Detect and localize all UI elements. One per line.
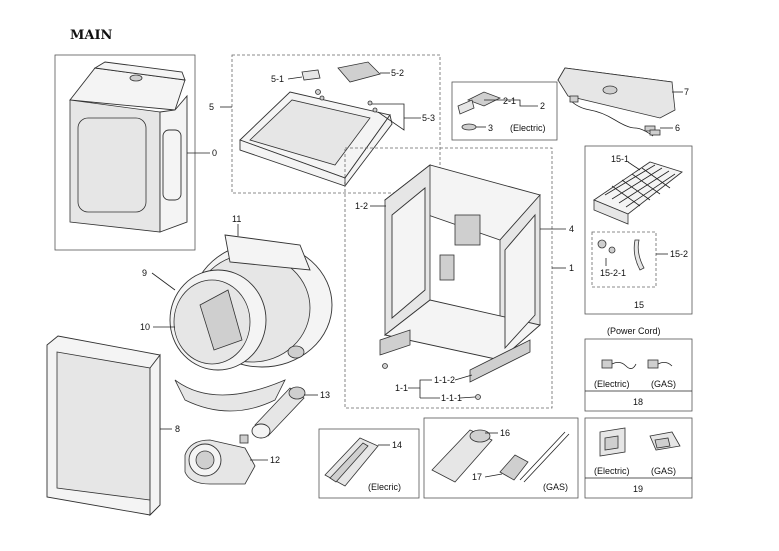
callout-2: 2 [540,101,545,111]
callout-17: 17 [472,472,482,482]
door-drawing [46,335,161,517]
leader-2 [484,99,538,107]
label-electric-14: (Elecric) [368,482,401,492]
drum-drawing [169,234,333,412]
callout-5-3: 5-3 [422,113,435,123]
callout-15-2: 15-2 [670,249,688,259]
label-gas-16: (GAS) [543,482,568,492]
callout-8: 8 [175,424,180,434]
pcb-drawing [457,91,501,131]
frame-drawing [379,164,541,400]
callout-11: 11 [232,214,241,224]
callout-2-1: 2-1 [503,96,516,106]
part-16-17-group [423,417,579,499]
callout-15: 15 [634,300,644,310]
callout-9: 9 [142,268,147,278]
callout-15-1: 15-1 [611,154,629,164]
callout-10: 10 [140,322,150,332]
part-2-group [451,81,558,141]
callout-16: 16 [500,428,510,438]
part-15-2-group [591,231,657,288]
leader-17 [484,473,503,478]
heater-drawing [324,437,379,487]
leader-1-1 [408,379,432,389]
callout-1-2: 1-2 [355,201,368,211]
control-panel-drawing [557,67,676,137]
part-19-group [584,417,693,499]
callout-0: 0 [212,148,217,158]
dryer-cabinet-drawing [69,61,188,233]
leader-9 [151,272,176,291]
leader-15-1 [627,161,641,171]
part-1-group [344,147,553,409]
label-gas-18: (GAS) [651,379,676,389]
callout-1-1-1: 1-1-1 [441,393,462,403]
callout-5: 5 [209,102,214,112]
bracket-drawing [599,427,681,457]
filter-parts-drawing [597,239,645,271]
callout-5-2: 5-2 [391,68,404,78]
callout-6: 6 [675,123,680,133]
duct-drawing [251,386,306,439]
callout-5-1: 5-1 [271,74,284,84]
label-power-cord: (Power Cord) [607,326,661,336]
callout-13: 13 [320,390,330,400]
lint-filter-drawing [593,161,683,225]
callout-15-2-1: 15-2-1 [600,268,626,278]
top-panel-drawing [239,61,393,188]
blower-drawing [184,434,256,485]
label-electric-2: (Electric) [510,123,546,133]
label-electric-19: (Electric) [594,466,630,476]
power-cord-drawing [601,359,673,369]
callout-1: 1 [569,263,574,273]
callout-14: 14 [392,440,402,450]
callout-1-1: 1-1 [395,383,408,393]
part-18-group [584,338,693,412]
part-14-group [318,428,420,499]
part-0-frame [54,54,196,251]
callout-3: 3 [488,123,493,133]
page-title: MAIN [70,28,113,43]
leader-5-1 [287,76,303,80]
callout-18: 18 [633,397,643,407]
callout-4: 4 [569,224,574,234]
label-gas-19: (GAS) [651,466,676,476]
part-15-group [584,145,693,315]
callout-7: 7 [684,87,689,97]
callout-12: 12 [270,455,280,465]
leader-5-3 [372,103,405,131]
label-electric-18: (Electric) [594,379,630,389]
part-5-group [231,54,441,194]
callout-1-1-2: 1-1-2 [434,375,455,385]
callout-19: 19 [633,484,643,494]
